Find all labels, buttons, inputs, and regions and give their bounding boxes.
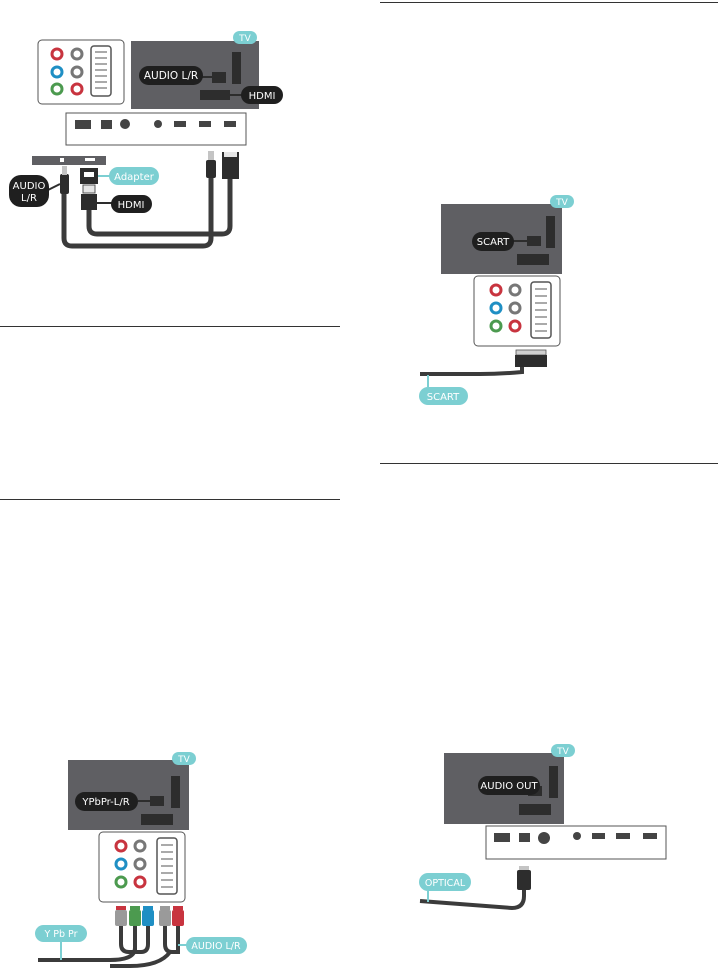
divider-left-1 [0,326,340,327]
audio-cable-pill-text-1: AUDIO [13,181,46,192]
tv-badge-text-2: TV [555,198,568,208]
hdmi-pill [241,86,283,104]
rear-panel [65,112,247,146]
audio-lr-cable-pill-text: AUDIO L/R [191,941,241,952]
adapter-pill-text: Adapter [114,172,155,183]
scart-port [90,45,112,97]
adapter-pill [109,167,159,185]
rca-plugs [115,906,184,926]
hdmi-pill-text: HDMI [249,91,276,102]
scart-cable-pill-text: SCART [427,392,460,403]
tv-panel-scart [441,204,562,274]
connector-box-component [98,831,186,903]
ypbpr-cable-pill-text: Y Pb Pr [43,929,77,940]
tv-badge-2 [550,195,574,208]
tv-badge-1 [233,31,257,44]
connector-box [37,39,125,105]
hdmi-cable-pill-text: HDMI [118,200,145,211]
tv-badge-text-1: TV [238,34,251,44]
tv-badge-text-4: TV [556,747,569,757]
divider-top-right [380,2,718,3]
audio-lr-pill-text: AUDIO L/R [144,70,198,82]
divider-right-2 [380,463,718,464]
divider-left-2 [0,499,340,500]
rca-jacks [50,47,84,96]
audio-cable-pill [9,175,49,207]
ypbpr-port-pill [75,792,138,811]
scart-port-pill-text: SCART [477,237,510,248]
tv-badge-4 [551,744,575,757]
tv-panel [131,41,259,109]
scart-port-pill [472,232,514,251]
tv-panel-optical [444,753,564,824]
audio-out-pill-text: AUDIO OUT [480,781,538,792]
connector-box-scart [473,275,561,347]
ypbpr-port-pill-text: YPbPr-L/R [81,797,129,808]
tv-panel-component [68,760,189,830]
hdmi-cable-pill [111,195,152,213]
audio-out-pill [478,776,540,795]
audio-lr-cable-pill [186,937,247,954]
tv-badge-3 [172,752,196,765]
ypbpr-cable-pill [35,925,87,942]
optical-cable-pill-text: OPTICAL [425,878,466,889]
audio-lr-pill [139,66,203,85]
rear-panel-optical [485,825,667,860]
tv-badge-text-3: TV [177,755,190,765]
optical-cable-pill [419,873,471,891]
scart-cable-pill [419,387,468,405]
audio-cable-pill-text-2: L/R [21,193,37,204]
